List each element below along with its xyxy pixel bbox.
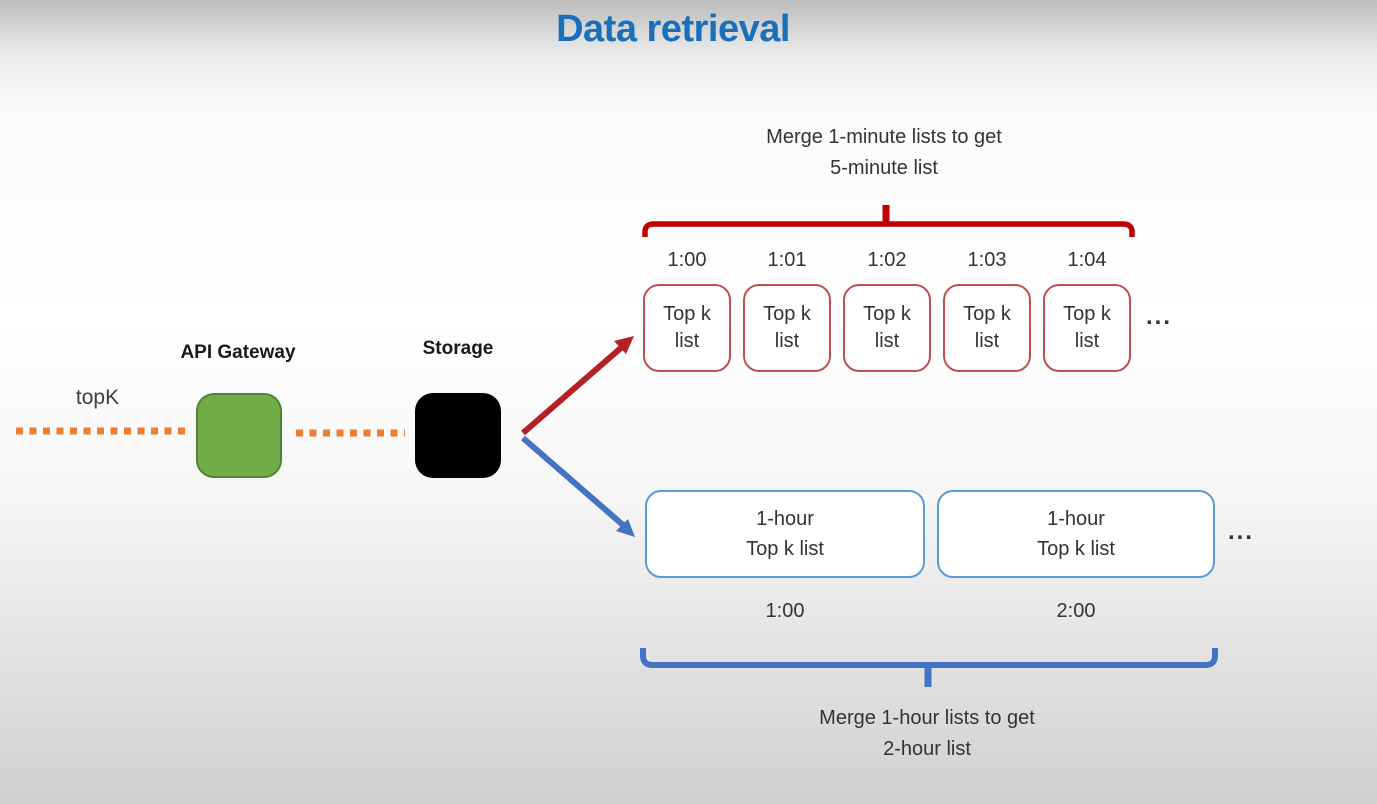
minute-merge-caption-line2: 5-minute list (830, 157, 938, 179)
minute-box-line2: list (874, 330, 900, 352)
minute-box-line1: Top k (663, 303, 711, 325)
hour-box-line2: Top k list (1037, 538, 1115, 560)
hour-merge-caption-line1: Merge 1-hour lists to get (819, 707, 1035, 729)
api-gateway-label: API Gateway (180, 342, 296, 363)
storage-label: Storage (422, 338, 494, 359)
minute-time-label: 1:03 (967, 249, 1007, 271)
minute-time-label: 1:02 (867, 249, 907, 271)
minute-box-line2: list (974, 330, 1000, 352)
minute-topk-box: Top k list (943, 284, 1031, 372)
minute-box-line2: list (774, 330, 800, 352)
hour-row-ellipsis: ... (1228, 518, 1255, 545)
minute-box-line2: list (1074, 330, 1100, 352)
minute-time-label: 1:01 (767, 249, 807, 271)
hour-box-line1: 1-hour (756, 508, 814, 530)
minute-topk-box: Top k list (743, 284, 831, 372)
minute-box-line1: Top k (1063, 303, 1111, 325)
minute-time-label: 1:04 (1067, 249, 1107, 271)
hour-lists-arrow (521, 435, 635, 537)
minute-topk-box: Top k list (1043, 284, 1131, 372)
minute-time-label: 1:00 (667, 249, 707, 271)
minute-merge-caption-line1: Merge 1-minute lists to get (766, 126, 1002, 148)
storage-node (415, 393, 501, 478)
minute-topk-box: Top k list (843, 284, 931, 372)
hour-merge-brace (640, 648, 1218, 687)
minute-box-line1: Top k (963, 303, 1011, 325)
hour-time-label: 1:00 (765, 600, 805, 622)
minute-lists-arrow (521, 336, 634, 436)
page-title: Data retrieval (556, 8, 790, 50)
minute-box-line2: list (674, 330, 700, 352)
hour-box-line1: 1-hour (1047, 508, 1105, 530)
hour-merge-caption: Merge 1-hour lists to get 2-hour list (727, 703, 1127, 765)
minute-box-line1: Top k (863, 303, 911, 325)
hour-time-label: 2:00 (1056, 600, 1096, 622)
minute-row-ellipsis: ... (1146, 303, 1173, 330)
hour-box-line2: Top k list (746, 538, 824, 560)
hour-merge-caption-line2: 2-hour list (883, 738, 971, 760)
hour-topk-box: 1-hour Top k list (937, 490, 1215, 578)
minute-merge-caption: Merge 1-minute lists to get 5-minute lis… (684, 122, 1084, 184)
minute-topk-box: Top k list (643, 284, 731, 372)
topk-request-label: topK (75, 386, 120, 409)
minute-box-line1: Top k (763, 303, 811, 325)
api-gateway-node (196, 393, 282, 478)
hour-topk-box: 1-hour Top k list (645, 490, 925, 578)
minute-merge-brace (642, 205, 1135, 237)
